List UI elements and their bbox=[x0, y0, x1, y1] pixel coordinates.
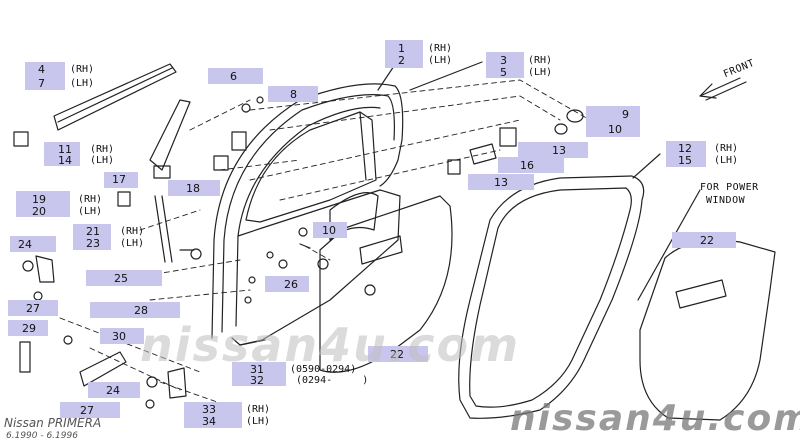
callout-24: 24 bbox=[106, 384, 120, 397]
label-box bbox=[25, 62, 65, 90]
callout-5: 5 bbox=[500, 66, 507, 79]
callout-4: 4 bbox=[38, 63, 45, 76]
callout-25: 25 bbox=[114, 272, 128, 285]
side-lh: (LH) bbox=[70, 78, 95, 89]
side-lh: (LH) bbox=[78, 206, 103, 217]
callout-27: 27 bbox=[26, 302, 40, 315]
callout-32: 32 bbox=[250, 374, 264, 387]
callout-18: 18 bbox=[186, 182, 200, 195]
callout-34: 34 bbox=[202, 415, 216, 428]
label-box bbox=[10, 236, 56, 252]
callout-20: 20 bbox=[32, 205, 46, 218]
callout-3: 3 bbox=[500, 54, 507, 67]
callout-26: 26 bbox=[284, 278, 298, 291]
side-lh: (LH) bbox=[528, 67, 553, 78]
callout-22: 22 bbox=[390, 348, 404, 361]
label-box bbox=[468, 174, 534, 190]
label-box bbox=[672, 232, 736, 248]
side-rh: (RH) bbox=[70, 64, 95, 75]
side-rh: (RH) bbox=[714, 143, 739, 154]
label-box bbox=[232, 362, 286, 386]
label-box bbox=[168, 180, 220, 196]
side-lh: (LH) bbox=[428, 55, 453, 66]
callout-33: 33 bbox=[202, 403, 216, 416]
callout-28: 28 bbox=[134, 304, 148, 317]
label-box bbox=[8, 300, 58, 316]
callout-31: 31 bbox=[250, 363, 264, 376]
label-box bbox=[88, 382, 140, 398]
watermark: nissan4u.com bbox=[140, 318, 521, 372]
label-box bbox=[184, 402, 242, 428]
callout-10: 10 bbox=[322, 224, 336, 237]
callout-10: 10 bbox=[608, 123, 622, 136]
label-box bbox=[518, 142, 588, 158]
label-box bbox=[8, 320, 48, 336]
side-rh: (RH) bbox=[528, 55, 553, 66]
label-box bbox=[385, 52, 423, 68]
label-box bbox=[208, 68, 263, 84]
side-lh: (LH) bbox=[246, 416, 271, 427]
label-box bbox=[44, 142, 80, 166]
callout-19: 19 bbox=[32, 193, 46, 206]
label-box bbox=[268, 86, 318, 102]
callout-23: 23 bbox=[86, 237, 100, 250]
callout-27: 27 bbox=[80, 404, 94, 417]
label-box bbox=[60, 402, 120, 418]
callout-22: 22 bbox=[700, 234, 714, 247]
label-box bbox=[90, 302, 180, 318]
callout-17: 17 bbox=[112, 173, 126, 186]
callout-24: 24 bbox=[18, 238, 32, 251]
callout-16: 16 bbox=[520, 159, 534, 172]
side-rh: (RH) bbox=[90, 144, 115, 155]
label-box bbox=[666, 141, 706, 167]
side-rh: (RH) bbox=[120, 226, 145, 237]
callout-11: 11 bbox=[58, 143, 72, 156]
date-code-first: (0590-0294) bbox=[290, 364, 357, 375]
callout-12: 12 bbox=[678, 142, 692, 155]
side-rh: (RH) bbox=[246, 404, 271, 415]
label-box bbox=[498, 157, 564, 173]
callout-13: 13 bbox=[552, 144, 566, 157]
callout-1: 1 bbox=[398, 42, 405, 55]
callout-15: 15 bbox=[678, 154, 692, 167]
label-box bbox=[368, 346, 428, 362]
power-window-note-line2: WINDOW bbox=[706, 195, 746, 206]
callout-21: 21 bbox=[86, 225, 100, 238]
watermark: nissan4u.com bbox=[510, 398, 800, 439]
callout-2: 2 bbox=[398, 54, 405, 67]
label-box bbox=[486, 52, 524, 78]
side-lh: (LH) bbox=[120, 238, 145, 249]
label-box bbox=[16, 191, 70, 217]
label-box bbox=[73, 224, 111, 250]
side-lh: (LH) bbox=[714, 155, 739, 166]
side-rh: (RH) bbox=[78, 194, 103, 205]
label-box bbox=[586, 106, 640, 122]
callout-8: 8 bbox=[290, 88, 297, 101]
callout-7: 7 bbox=[38, 77, 45, 90]
side-lh: (LH) bbox=[90, 155, 115, 166]
callout-6: 6 bbox=[230, 70, 237, 83]
callout-9: 9 bbox=[622, 108, 629, 121]
date-code-second: (0294- ) bbox=[296, 375, 369, 386]
side-rh: (RH) bbox=[428, 43, 453, 54]
label-box bbox=[100, 328, 144, 344]
production-period: 6.1990 - 6.1996 bbox=[6, 431, 78, 441]
callout-29: 29 bbox=[22, 322, 36, 335]
label-box bbox=[104, 172, 138, 188]
callout-13: 13 bbox=[494, 176, 508, 189]
power-window-note-line1: FOR POWER bbox=[700, 182, 759, 193]
label-box bbox=[313, 222, 347, 238]
callout-14: 14 bbox=[58, 154, 72, 167]
brand-name: Nissan PRIMERA bbox=[4, 416, 102, 430]
label-box bbox=[265, 276, 309, 292]
label-box bbox=[86, 270, 162, 286]
label-box bbox=[586, 121, 640, 137]
callout-30: 30 bbox=[112, 330, 126, 343]
